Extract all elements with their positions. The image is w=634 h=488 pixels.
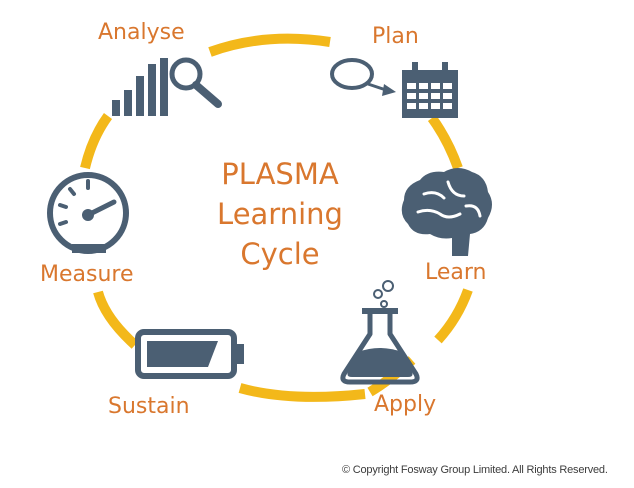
bar-chart-bar <box>148 64 156 116</box>
magnifier-handle <box>192 81 222 108</box>
bar-chart-bar <box>112 100 120 116</box>
stage-label-analyse: Analyse <box>98 20 185 45</box>
flask-bubble <box>373 289 383 299</box>
flask-body <box>340 314 420 385</box>
bar-chart-magnifier-icon <box>112 57 222 116</box>
calendar-grid <box>407 83 452 109</box>
brain-icon <box>401 168 492 256</box>
flask-icon <box>340 280 420 385</box>
stage-label-measure: Measure <box>40 262 134 287</box>
battery-icon <box>135 329 244 379</box>
battery-charge <box>147 341 218 367</box>
gauge-ticks <box>58 179 90 226</box>
stage-label-plan: Plan <box>372 24 419 49</box>
cycle-title-line-3: Cycle <box>240 237 320 271</box>
ring-arc-right <box>434 288 473 344</box>
cycle-title: PLASMA Learning Cycle <box>180 158 380 278</box>
ring-arc-lower-left <box>93 290 139 349</box>
gauge-icon <box>47 172 129 254</box>
flask-rim <box>362 308 398 314</box>
brain-shape <box>401 168 492 256</box>
battery-case <box>135 329 237 379</box>
ring-arc-left <box>80 113 113 170</box>
calendar-ring <box>412 62 418 74</box>
bar-chart-bar <box>136 76 144 116</box>
bar-chart-bar <box>124 90 132 116</box>
plan-ellipse <box>330 58 374 90</box>
cycle-title-line-1: PLASMA <box>221 157 339 191</box>
stage-label-apply: Apply <box>374 392 437 417</box>
gauge-base <box>72 244 106 253</box>
copyright-notice: © Copyright Fosway Group Limited. All Ri… <box>342 464 608 476</box>
plan-arrow-head <box>382 84 396 96</box>
ring-arc-upper-right <box>427 115 463 170</box>
ring-arc-top <box>208 33 331 57</box>
battery-terminal <box>236 344 244 364</box>
calendar-ring <box>442 62 448 74</box>
flask-bubble <box>380 300 388 308</box>
magnifier-lens <box>169 57 203 91</box>
plan-arrow-line <box>367 82 387 92</box>
flask-bubble <box>382 280 394 292</box>
brain-folds <box>416 180 482 219</box>
flask-liquid <box>347 348 413 377</box>
calendar-icon <box>330 58 458 118</box>
stage-label-sustain: Sustain <box>108 394 190 419</box>
cycle-title-line-2: Learning <box>217 197 343 231</box>
stage-label-learn: Learn <box>425 260 487 285</box>
gauge-hub <box>82 209 94 221</box>
bar-chart-bar <box>160 58 168 116</box>
ring-arc-bottom <box>238 383 366 402</box>
